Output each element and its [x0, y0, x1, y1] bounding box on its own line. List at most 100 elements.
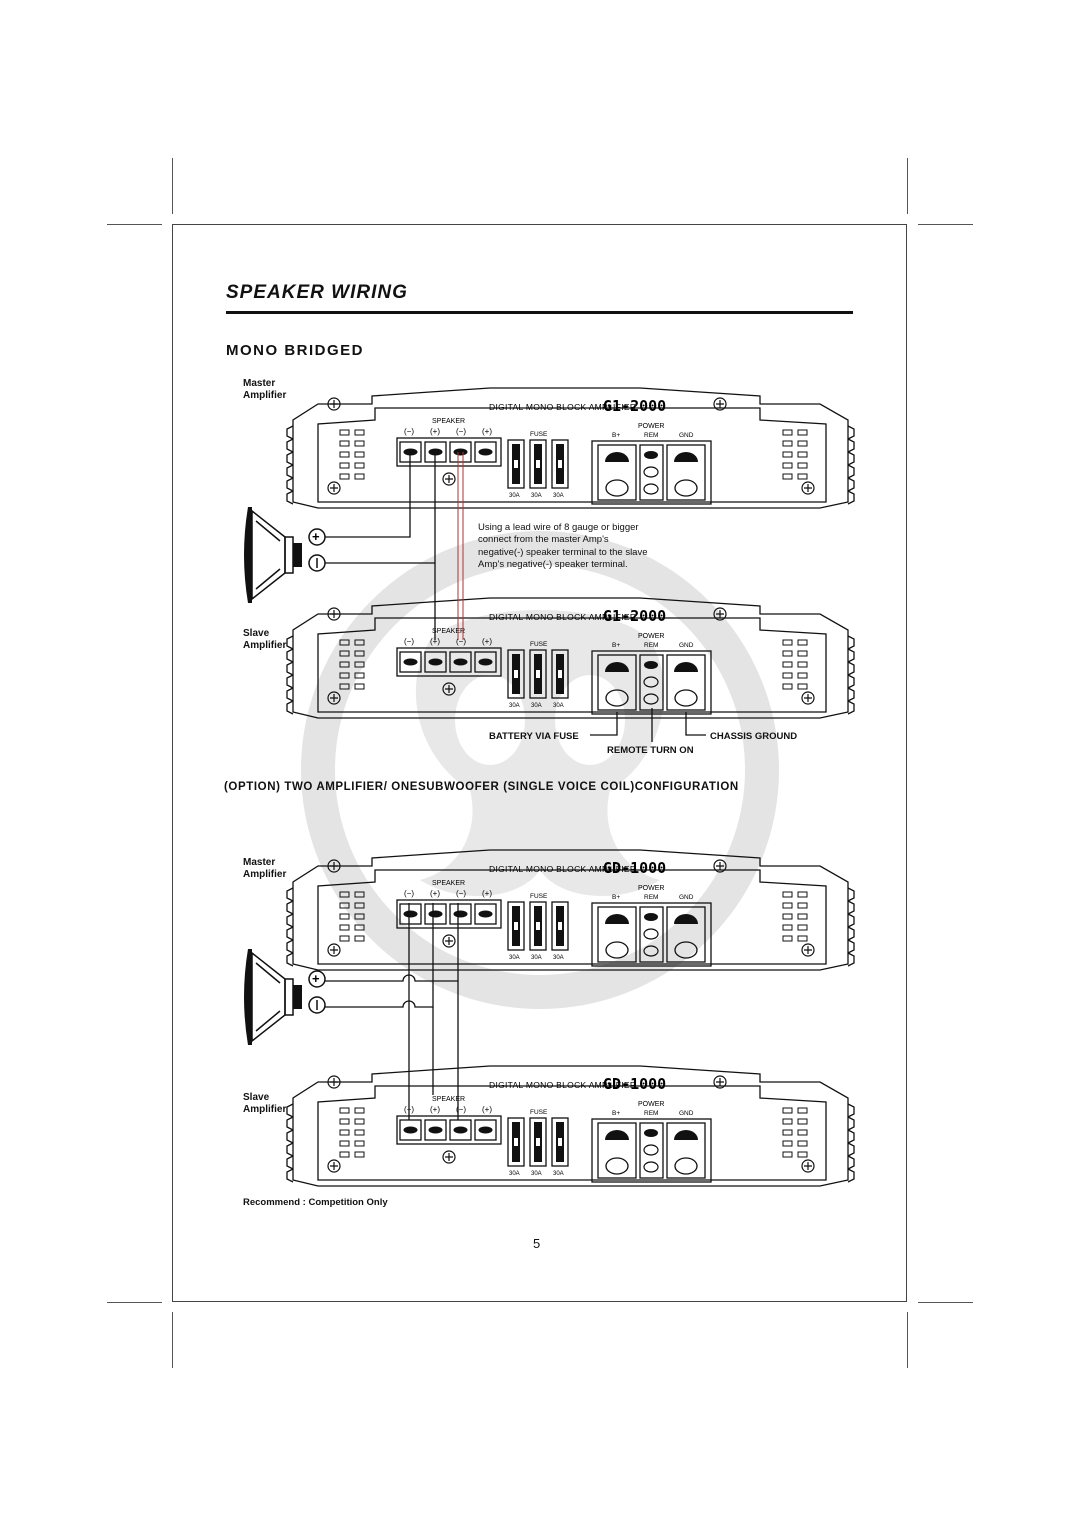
vent-slot: [782, 924, 793, 931]
terminal-label: (+): [430, 1105, 440, 1114]
fuse-window: [558, 460, 562, 468]
terminal-screw: [478, 1126, 493, 1134]
vent-slot: [797, 462, 808, 469]
vent-slot: [339, 1107, 350, 1114]
vent-slot: [797, 429, 808, 436]
screw-icon: [804, 946, 812, 954]
screw-icon: [716, 610, 724, 618]
vent-slot: [339, 672, 350, 679]
amp-brand-text: DIGITAL MONO BLOCK AMPLIFIER: [489, 612, 636, 622]
speaker-terminal: [474, 1119, 497, 1141]
amp-body-inner: [317, 617, 827, 713]
terminal-label: (−): [404, 637, 414, 646]
vent-slot: [782, 473, 793, 480]
crop-mark: [172, 158, 173, 214]
vent-slot: [797, 661, 808, 668]
fuse: [551, 649, 569, 699]
speaker-magnet: [284, 536, 294, 574]
speaker-terminal: [424, 651, 447, 673]
speaker-terminal-block: [396, 899, 502, 929]
terminal-screw: [403, 910, 418, 918]
heat-fin: [847, 648, 855, 663]
terminal-screw: [643, 466, 659, 478]
terminal-label: (−): [456, 637, 466, 646]
screw-icon: [801, 691, 815, 705]
screw-icon: [442, 682, 456, 696]
power-terminal-rem: [639, 444, 664, 501]
vent-slot: [782, 639, 793, 646]
heat-fin: [286, 939, 294, 954]
master-amplifier-label: Master Amplifier: [243, 378, 286, 402]
fuse-rating: 30A: [509, 1171, 520, 1177]
terminal-screw: [605, 479, 629, 497]
vent-slot: [782, 683, 793, 690]
amp-body-outline: [292, 597, 849, 719]
heat-fin: [847, 926, 855, 941]
power-terminal-label: REM: [644, 1110, 658, 1117]
heat-fin: [847, 1168, 855, 1183]
vent-slot: [339, 429, 350, 436]
speaker-terminal-block: [396, 437, 502, 467]
vent-slot: [354, 935, 365, 942]
terminal-screw: [643, 928, 659, 940]
heat-fin: [286, 913, 294, 928]
heat-fin: [847, 687, 855, 702]
section-heading-mono-bridged: MONO BRIDGED: [226, 342, 364, 359]
screw-icon: [330, 946, 338, 954]
vent-slot: [354, 683, 365, 690]
heat-fin: [286, 1129, 294, 1144]
power-terminal-label: GND: [679, 894, 694, 901]
power-terminal-rem: [639, 906, 664, 963]
terminal-screw: [403, 658, 418, 666]
vent-slot: [782, 891, 793, 898]
crop-mark: [107, 224, 162, 225]
vent-slot: [782, 1151, 793, 1158]
heat-fin: [847, 438, 855, 453]
speaker-terminal-block: [396, 647, 502, 677]
screw-icon: [330, 610, 338, 618]
fuse-rating: 30A: [553, 493, 564, 499]
terminal-screw: [605, 941, 629, 959]
fuse-window: [536, 460, 540, 468]
terminal-screw: [674, 1130, 698, 1140]
vent-slot: [797, 639, 808, 646]
screw-icon: [716, 1078, 724, 1086]
speaker-terminal: [424, 903, 447, 925]
wire-plus-option: [325, 903, 459, 982]
speaker-cone-line: [255, 962, 281, 1032]
screw-icon: [804, 1162, 812, 1170]
screw-icon: [327, 481, 341, 495]
heat-fin: [847, 1142, 855, 1157]
terminal-screw: [674, 914, 698, 924]
terminal-screw: [643, 1144, 659, 1156]
master-label-line2: Amplifier: [243, 390, 287, 401]
heat-fin: [847, 490, 855, 505]
vent-slot: [782, 902, 793, 909]
heat-fin: [286, 952, 294, 967]
fuse-rating: 30A: [553, 1171, 564, 1177]
terminal-screw: [428, 658, 443, 666]
screw-icon: [330, 694, 338, 702]
vent-slot: [782, 913, 793, 920]
vent-slot: [797, 672, 808, 679]
battery-leader: [590, 712, 618, 736]
heat-fin: [286, 648, 294, 663]
screw-icon: [330, 862, 338, 870]
heat-fin: [286, 661, 294, 676]
heat-fin: [286, 926, 294, 941]
amp-body-inner: [317, 1085, 827, 1181]
vent-slot: [797, 924, 808, 931]
heat-fin: [286, 700, 294, 715]
fuse-rating: 30A: [509, 493, 520, 499]
heat-fin: [286, 635, 294, 650]
vent-slot: [354, 429, 365, 436]
heat-fin: [847, 674, 855, 689]
speaker-label: SPEAKER: [432, 628, 465, 635]
master-amplifier-label-option: Master Amplifier: [243, 857, 286, 881]
crop-mark: [918, 1302, 973, 1303]
amplifier: DIGITAL MONO BLOCK AMPLIFIERG1-2000SPEAK…: [286, 597, 855, 719]
fuse: [551, 1117, 569, 1167]
vent-slot: [339, 913, 350, 920]
fuse: [529, 1117, 547, 1167]
